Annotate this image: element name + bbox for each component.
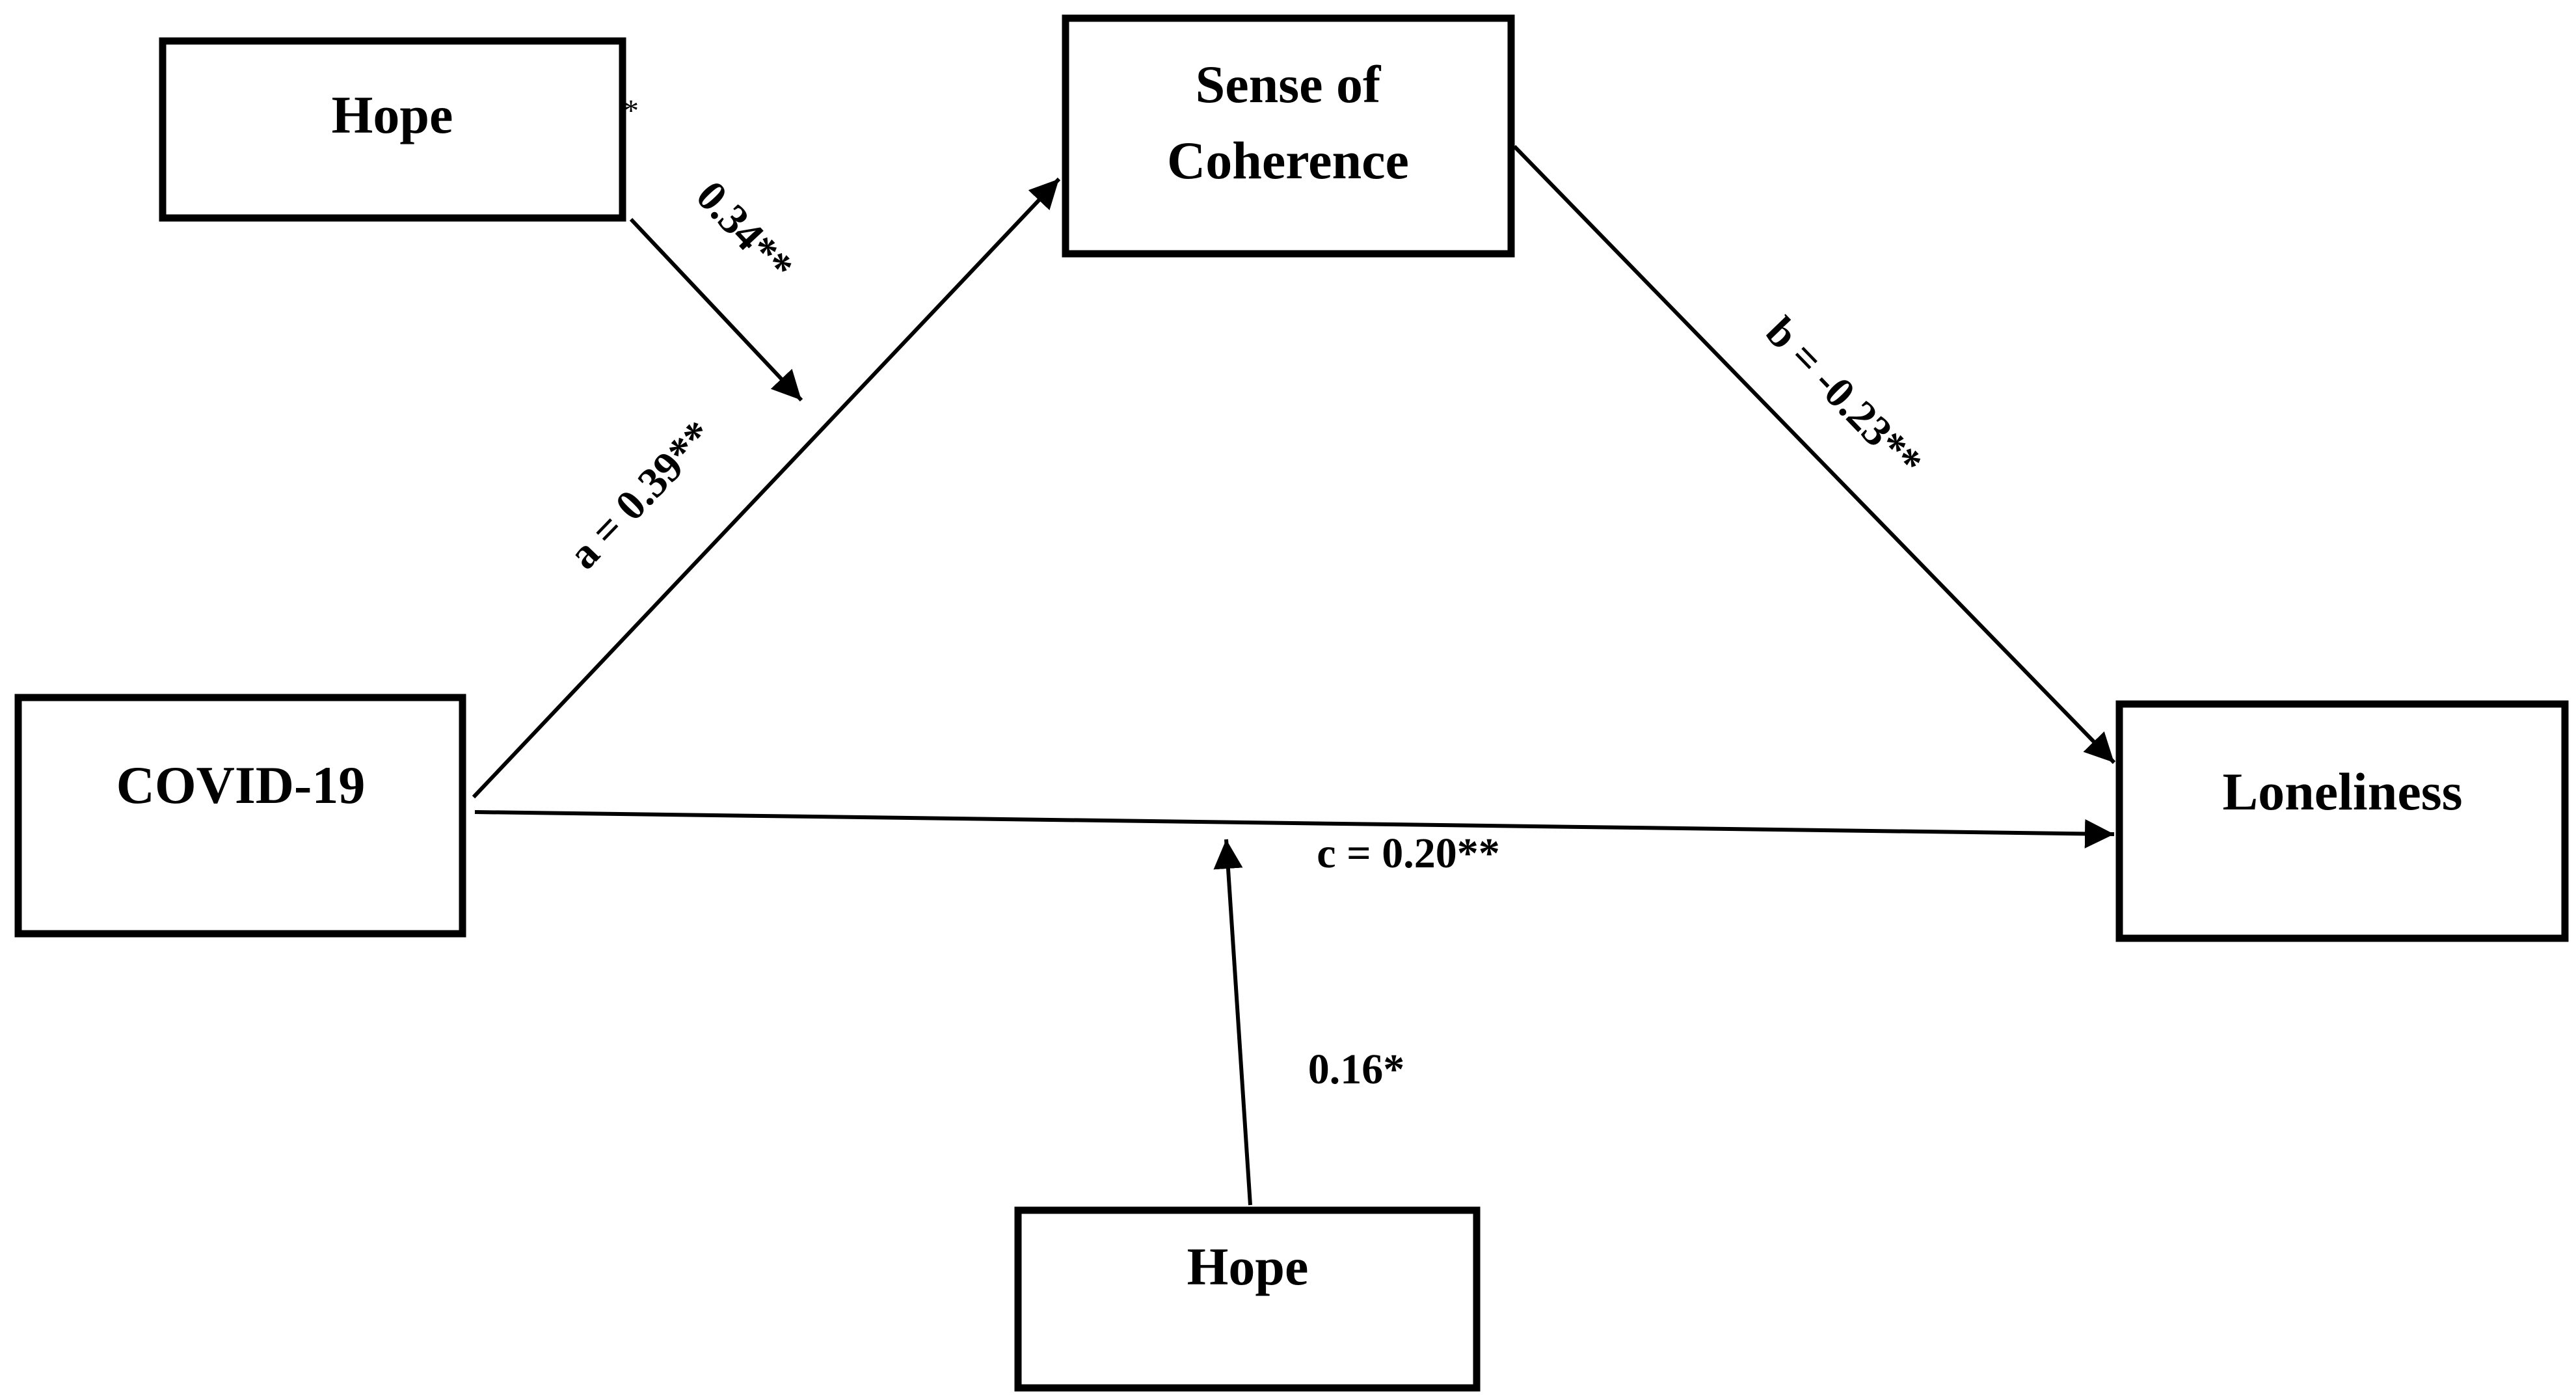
node-hope-bottom-label: Hope [1187, 1237, 1309, 1296]
path-c-label: c = 0.20** [1317, 830, 1499, 877]
node-hope-top-label: Hope [332, 85, 453, 144]
node-sense-of-coherence-label-line2: Coherence [1167, 131, 1409, 190]
moderation-a-label: 0.34** [687, 172, 802, 291]
node-sense-of-coherence-label-line1: Sense of [1196, 55, 1382, 114]
moderation-c-label: 0.16* [1308, 1046, 1405, 1093]
node-sense-of-coherence-box [1062, 14, 1515, 258]
node-hope-bottom-box [1014, 1206, 1481, 1392]
node-covid-label: COVID-19 [116, 755, 366, 815]
moderation-a-arrow [629, 217, 803, 402]
path-b-label: b = -0.23** [1756, 308, 1931, 486]
path-b-arrow [1512, 144, 2116, 765]
node-covid-box [14, 694, 466, 938]
node-hope-top-box [159, 37, 626, 222]
node-loneliness-label: Loneliness [2222, 762, 2462, 821]
node-hope-bottom: Hope [1014, 1206, 1481, 1392]
node-loneliness: Loneliness [2115, 700, 2569, 942]
moderation-a-stray-asterisk: * [623, 94, 639, 128]
node-covid: COVID-19 [14, 694, 466, 938]
moderation-c-arrow [1213, 839, 1252, 1206]
node-sense-of-coherence: Sense of Coherence [1062, 14, 1515, 258]
path-a-arrow [472, 177, 1061, 799]
node-hope-top: Hope [159, 37, 626, 222]
path-a-label: a = 0.39** [559, 412, 723, 578]
node-loneliness-box [2115, 700, 2569, 942]
path-c-arrow [474, 810, 2115, 848]
